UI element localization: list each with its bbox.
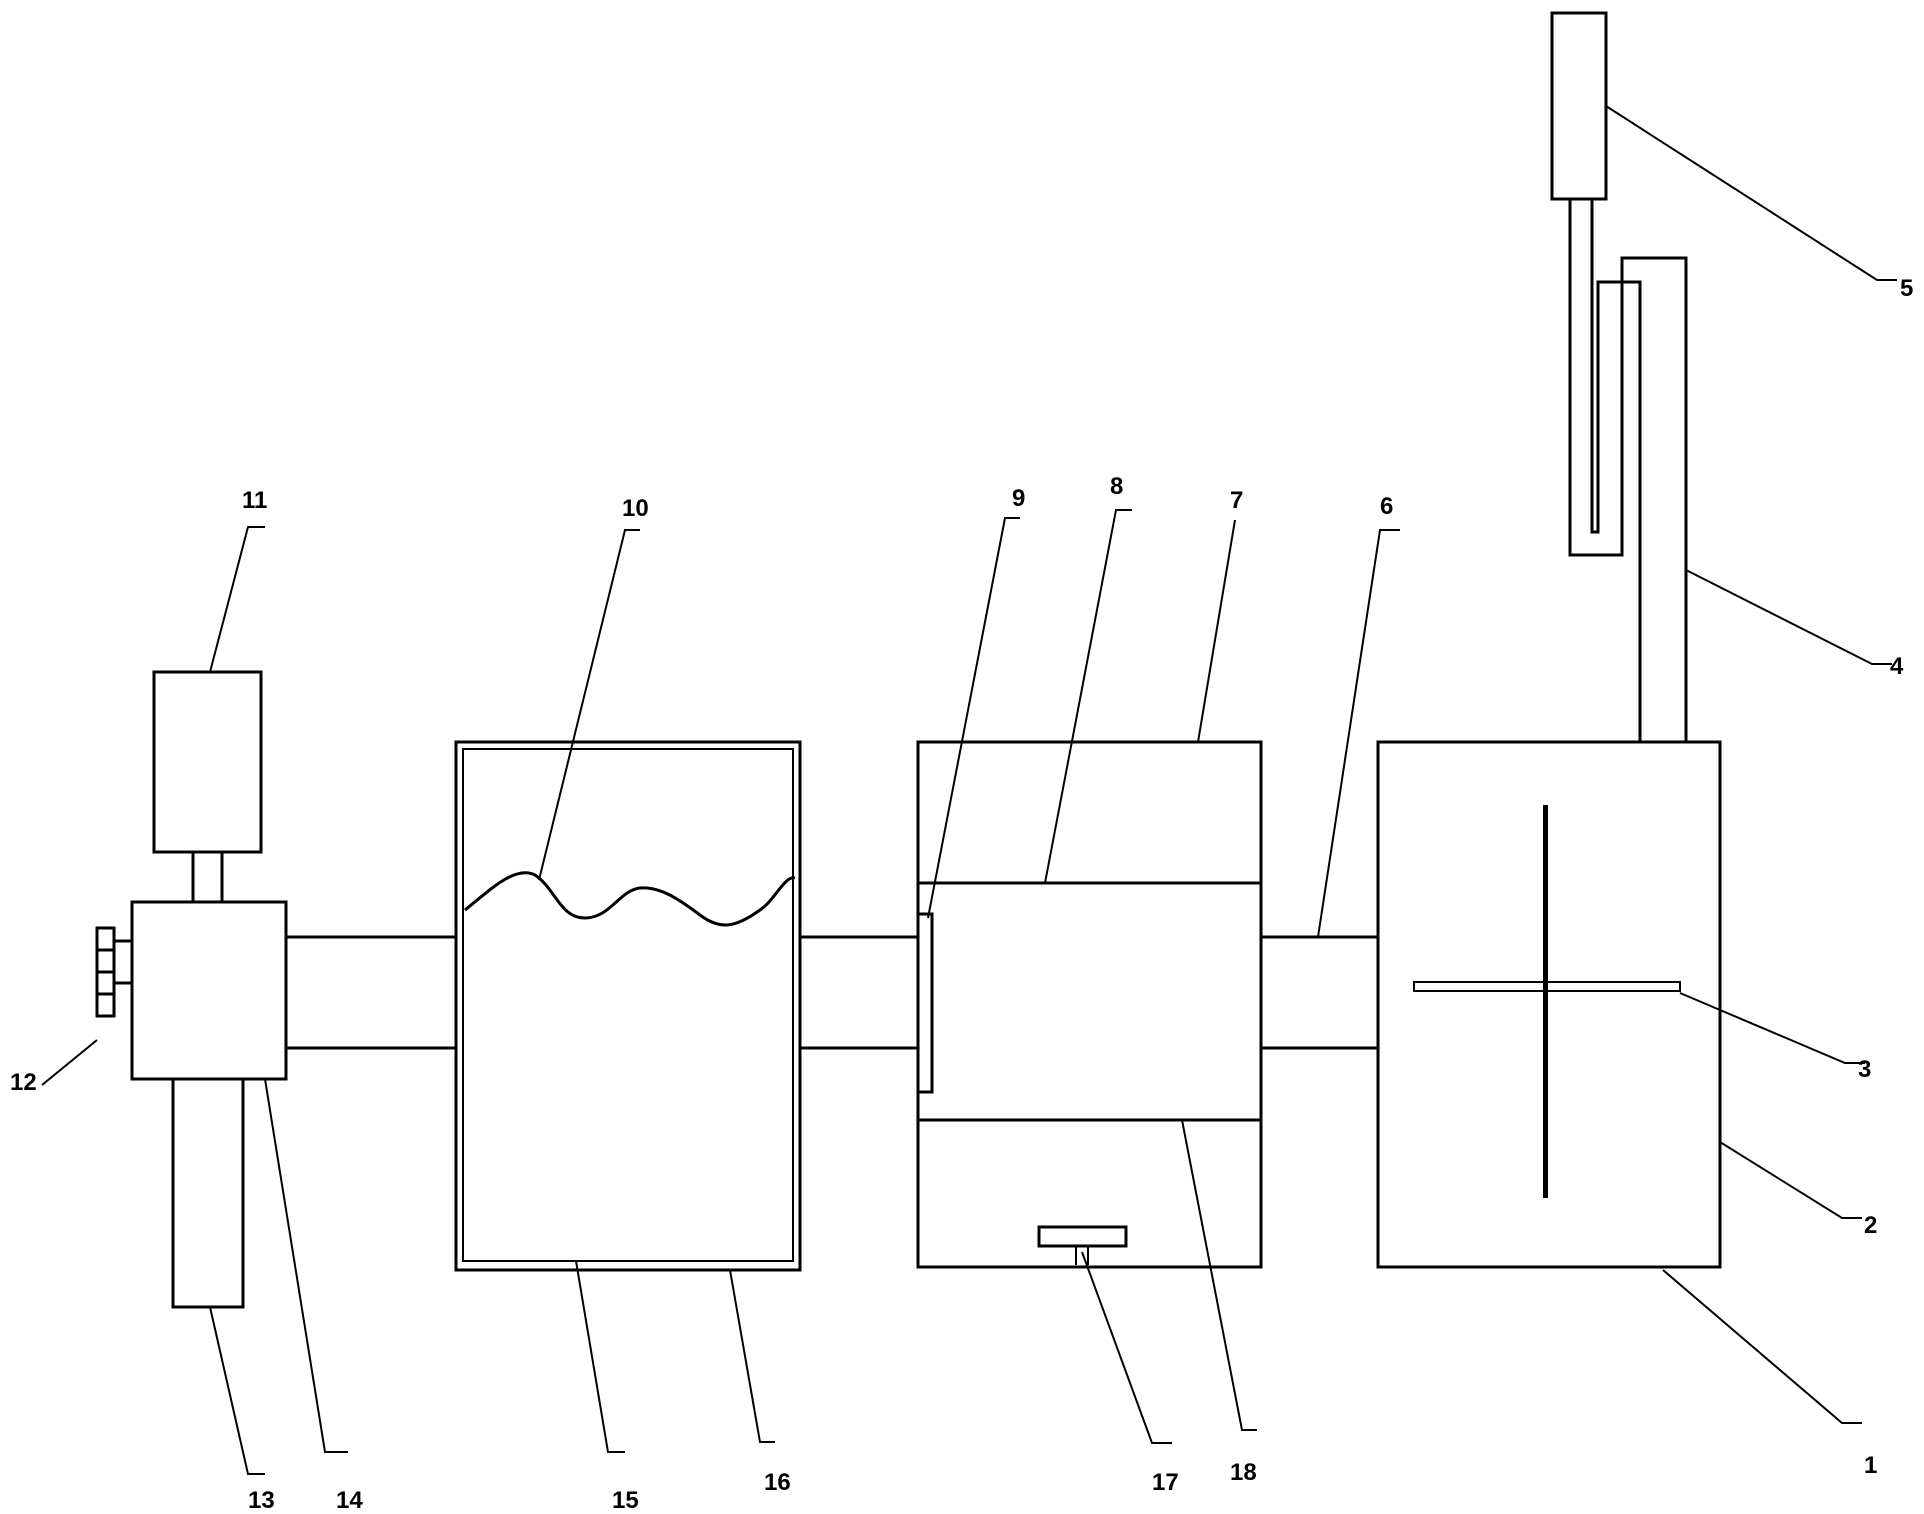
- leader-3: [1679, 992, 1865, 1064]
- u-tube-manometer: [1550, 11, 1688, 742]
- riser-pipe-right: [1669, 256, 1688, 742]
- leader-14: [264, 1078, 348, 1453]
- label-9: 9: [1012, 485, 1025, 512]
- knob-top: [95, 926, 116, 952]
- label-11: 11: [242, 487, 267, 514]
- label-8: 8: [1110, 473, 1123, 500]
- leader-10: [538, 529, 640, 881]
- leader-12: [41, 1039, 98, 1086]
- label-4: 4: [1890, 653, 1904, 680]
- tank-outer-wall: [454, 740, 802, 1272]
- knob-middle: [95, 948, 116, 974]
- leader-18: [1181, 1119, 1257, 1431]
- bottom-pipe: [171, 1077, 245, 1309]
- label-17: 17: [1152, 1469, 1179, 1496]
- label-18: 18: [1230, 1459, 1257, 1486]
- label-13: 13: [248, 1487, 275, 1514]
- middle-chamber: [916, 740, 1263, 1269]
- left-assembly: [95, 670, 288, 1309]
- label-12: 12: [10, 1069, 37, 1096]
- u-tube-outer: [1568, 199, 1663, 557]
- label-5: 5: [1900, 275, 1913, 302]
- knob-bottom: [95, 992, 116, 1018]
- tank-inner-wall: [462, 748, 794, 1262]
- connector-pipe-middle: [800, 935, 918, 1050]
- leader-6: [1317, 529, 1400, 938]
- leader-lines: [41, 105, 1897, 1475]
- leader-7: [1197, 519, 1236, 743]
- leader-16: [729, 1269, 775, 1443]
- label-7: 7: [1230, 487, 1243, 514]
- leader-13: [209, 1306, 265, 1475]
- cross-stirrer: [1413, 805, 1681, 1198]
- stirrer-vertical-blade: [1543, 805, 1548, 1198]
- label-14: 14: [336, 1487, 363, 1514]
- side-plate: [916, 912, 934, 1094]
- liquid-tank: [454, 740, 802, 1272]
- label-3: 3: [1858, 1056, 1871, 1083]
- leader-9: [927, 517, 1020, 919]
- label-10: 10: [622, 495, 649, 522]
- connector-pipe-right: [1261, 935, 1378, 1050]
- right-chamber-body: [1376, 740, 1722, 1269]
- u-tube-inner: [1590, 199, 1642, 742]
- part-labels: 1 2 3 4 5 6 7 8 9 10 11 12 13 14 15 16 1…: [10, 275, 1913, 1514]
- leader-1: [1662, 1269, 1862, 1424]
- leader-8: [1044, 509, 1132, 884]
- leader-4: [1685, 569, 1892, 665]
- leader-15: [575, 1260, 625, 1453]
- leader-5: [1605, 105, 1897, 281]
- leader-2: [1719, 1141, 1862, 1219]
- knob-lower: [95, 970, 116, 996]
- leader-17: [1081, 1251, 1172, 1444]
- leader-11: [209, 526, 265, 673]
- label-16: 16: [764, 1469, 791, 1496]
- gauge-reservoir: [1550, 11, 1608, 201]
- label-1: 1: [1864, 1452, 1877, 1479]
- main-body: [130, 900, 288, 1081]
- connector-pipe-left: [286, 935, 456, 1050]
- liquid-surface: [464, 871, 796, 927]
- middle-chamber-body: [916, 740, 1263, 1269]
- stirrer-horizontal-blade: [1413, 981, 1681, 992]
- top-unit: [152, 670, 263, 854]
- label-2: 2: [1864, 1212, 1877, 1239]
- label-6: 6: [1380, 493, 1393, 520]
- bottom-fitting: [1037, 1225, 1128, 1248]
- label-15: 15: [612, 1487, 639, 1514]
